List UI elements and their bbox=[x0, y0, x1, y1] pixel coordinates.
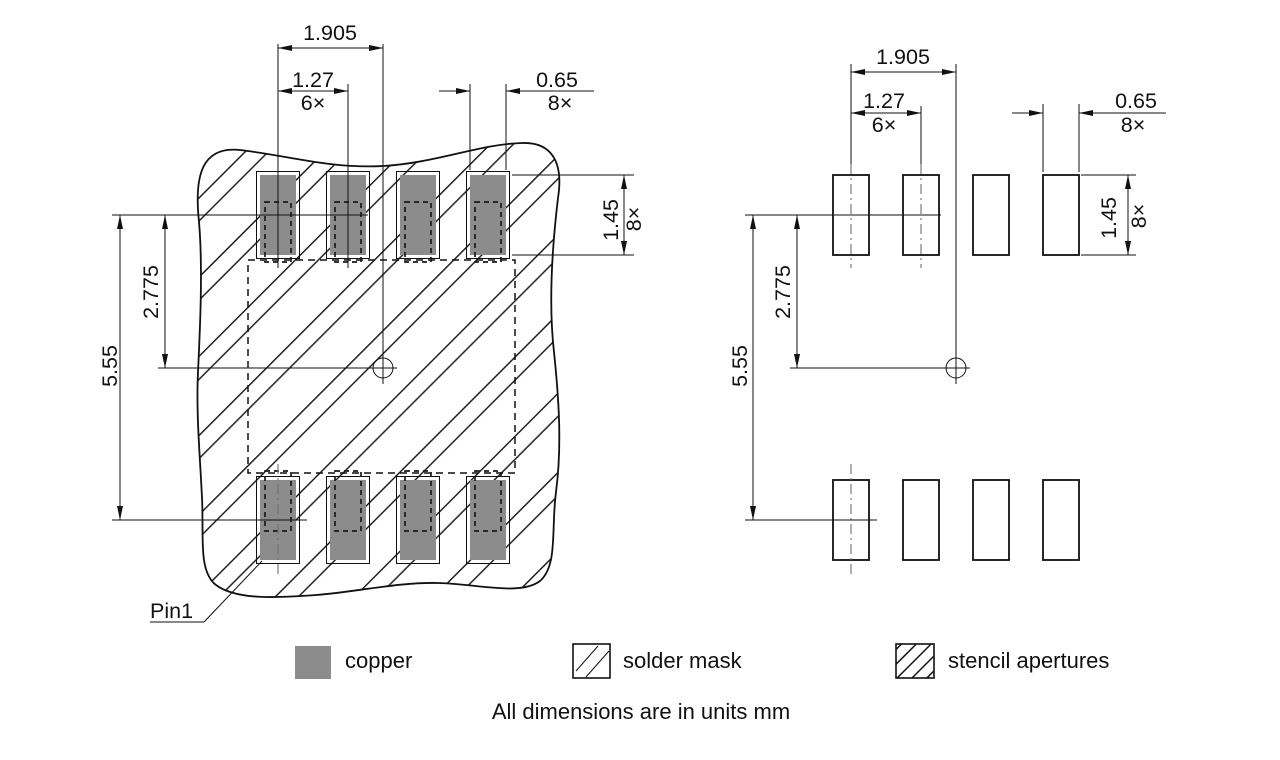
copper-pad-7 bbox=[330, 480, 366, 560]
left-view: 1.905 1.27 6× 0.65 8× 1.45 8× 5.55 2.775… bbox=[98, 21, 646, 623]
dim-1905: 1.905 bbox=[303, 21, 357, 45]
copper-pad-4 bbox=[470, 175, 506, 255]
pin1-callout: Pin1 bbox=[150, 560, 263, 623]
dim-555: 5.55 bbox=[728, 345, 752, 387]
legend-stencil-apertures-label: stencil apertures bbox=[948, 648, 1109, 673]
legend-solder-mask-label: solder mask bbox=[623, 648, 743, 673]
aperture-4 bbox=[1042, 174, 1080, 256]
legend-item-copper: copper bbox=[295, 646, 412, 679]
mask-opening bbox=[396, 171, 440, 259]
legend: copper solder mask stencil apertures bbox=[295, 643, 1109, 679]
aperture-3 bbox=[972, 174, 1010, 256]
aperture-6 bbox=[972, 479, 1010, 561]
legend-item-stencil-apertures: stencil apertures bbox=[895, 643, 1109, 679]
dim-065: 0.65 bbox=[1115, 89, 1157, 113]
dimensions: 1.905 1.27 6× 0.65 8× 1.45 8× 5.55 2.775 bbox=[98, 21, 646, 520]
aperture-5 bbox=[1042, 479, 1080, 561]
copper-pad-3 bbox=[400, 175, 436, 255]
dim-555: 5.55 bbox=[98, 345, 122, 387]
center-crosshair bbox=[945, 357, 967, 379]
dim-145-qty: 8× bbox=[1127, 204, 1151, 229]
dim-145: 1.45 bbox=[1097, 197, 1121, 239]
footer-note: All dimensions are in units mm bbox=[492, 699, 790, 724]
mask-opening bbox=[326, 476, 370, 564]
component-outline-dashed bbox=[247, 259, 516, 474]
dim-127: 1.27 bbox=[292, 68, 334, 92]
dim-065-qty: 8× bbox=[548, 91, 573, 115]
dimensions: 1.905 1.27 6× 0.65 8× 1.45 8× 5.55 2.775 bbox=[728, 45, 1166, 520]
dim-2775: 2.775 bbox=[139, 265, 163, 319]
center-crosshair bbox=[372, 357, 394, 379]
dim-145-qty: 8× bbox=[622, 207, 646, 232]
copper-swatch bbox=[295, 646, 331, 679]
center-marks bbox=[112, 44, 634, 576]
mask-opening bbox=[396, 476, 440, 564]
mask-opening bbox=[466, 171, 510, 259]
right-view: 1.905 1.27 6× 0.65 8× 1.45 8× 5.55 2.775 bbox=[728, 45, 1166, 574]
dim-1905: 1.905 bbox=[876, 45, 930, 69]
dim-065: 0.65 bbox=[536, 68, 578, 92]
solder-mask-swatch bbox=[572, 643, 611, 679]
dim-065-qty: 8× bbox=[1121, 113, 1146, 137]
dim-127-qty: 6× bbox=[872, 113, 897, 137]
center-marks bbox=[745, 64, 1136, 574]
mask-opening bbox=[466, 476, 510, 564]
dim-145: 1.45 bbox=[599, 199, 623, 241]
dim-2775: 2.775 bbox=[771, 265, 795, 319]
dim-127: 1.27 bbox=[863, 89, 905, 113]
legend-copper-label: copper bbox=[345, 648, 412, 673]
legend-item-solder-mask: solder mask bbox=[572, 643, 743, 679]
stencil-apertures-swatch bbox=[895, 643, 935, 679]
copper-pad-5 bbox=[470, 480, 506, 560]
dim-127-qty: 6× bbox=[301, 91, 326, 115]
copper-pad-6 bbox=[400, 480, 436, 560]
pin1-label: Pin1 bbox=[150, 599, 193, 623]
aperture-7 bbox=[902, 479, 940, 561]
